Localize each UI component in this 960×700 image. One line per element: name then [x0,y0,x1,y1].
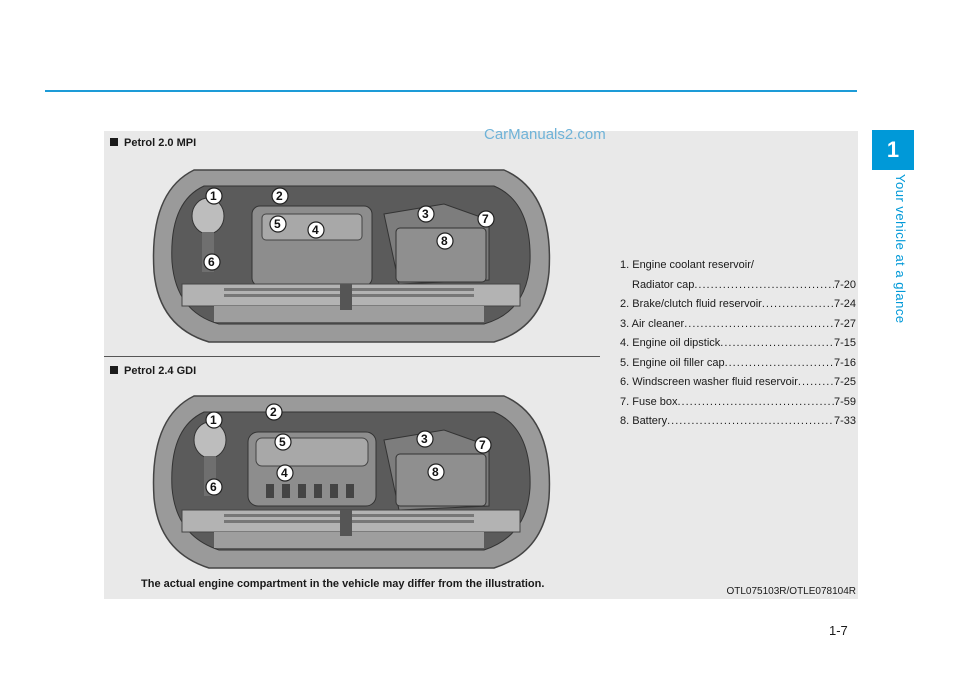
list-item: 8. Battery7-33 [620,412,856,432]
svg-text:2: 2 [276,189,283,203]
list-item: 5. Engine oil filler cap7-16 [620,354,856,374]
callout-1: 1 [205,187,223,205]
svg-text:7: 7 [479,438,486,452]
callout-5: 5 [274,433,292,451]
callout-5: 5 [269,215,287,233]
callout-7: 7 [474,436,492,454]
section-label-mpi: Petrol 2.0 MPI [110,137,196,149]
list-item: 3. Air cleaner7-27 [620,315,856,335]
svg-text:4: 4 [312,223,319,237]
svg-text:1: 1 [210,189,217,203]
svg-text:4: 4 [281,466,288,480]
svg-text:6: 6 [208,255,215,269]
bullet-square-icon [110,138,118,146]
list-item: 1. Engine coolant reservoir/ [620,259,754,271]
disclaimer-text: The actual engine compartment in the veh… [141,578,545,590]
callout-8: 8 [436,232,454,250]
engine-bay-figure-gdi: 1 2 3 4 5 6 7 8 [144,380,559,575]
chapter-tab[interactable]: 1 [872,130,914,170]
list-item: 4. Engine oil dipstick7-15 [620,334,856,354]
callout-3: 3 [417,205,435,223]
section-divider [104,356,600,357]
section-label-gdi: Petrol 2.4 GDI [110,365,196,377]
callout-2: 2 [265,403,283,421]
svg-text:5: 5 [279,435,286,449]
list-item: 2. Brake/clutch fluid reservoir7-24 [620,295,856,315]
svg-text:3: 3 [422,207,429,221]
callout-2: 2 [271,187,289,205]
chapter-title: Your vehicle at a glance [893,174,908,324]
callout-1: 1 [205,411,223,429]
watermark: CarManuals2.com [484,126,606,143]
page-number: 1-7 [829,623,848,638]
callout-3: 3 [416,430,434,448]
svg-text:5: 5 [274,217,281,231]
svg-text:3: 3 [421,432,428,446]
svg-text:2: 2 [270,405,277,419]
callout-4: 4 [276,464,294,482]
callout-7: 7 [477,210,495,228]
engine-bay-figure-mpi: 1 2 3 4 5 6 7 8 [144,152,559,352]
callout-6: 6 [205,478,223,496]
header-rule [45,90,857,92]
list-item: Radiator cap7-20 [620,276,856,296]
bullet-square-icon [110,366,118,374]
parts-list: 1. Engine coolant reservoir/ Radiator ca… [620,256,856,432]
chapter-number: 1 [886,137,900,162]
callout-4: 4 [307,221,325,239]
svg-text:8: 8 [432,465,439,479]
svg-text:6: 6 [210,480,217,494]
callout-6: 6 [203,253,221,271]
list-item: 7. Fuse box7-59 [620,393,856,413]
svg-text:7: 7 [482,212,489,226]
list-item: 6. Windscreen washer fluid reservoir7-25 [620,373,856,393]
figure-code: OTL075103R/OTLE078104R [726,586,856,597]
svg-text:8: 8 [441,234,448,248]
svg-text:1: 1 [210,413,217,427]
callout-8: 8 [427,463,445,481]
